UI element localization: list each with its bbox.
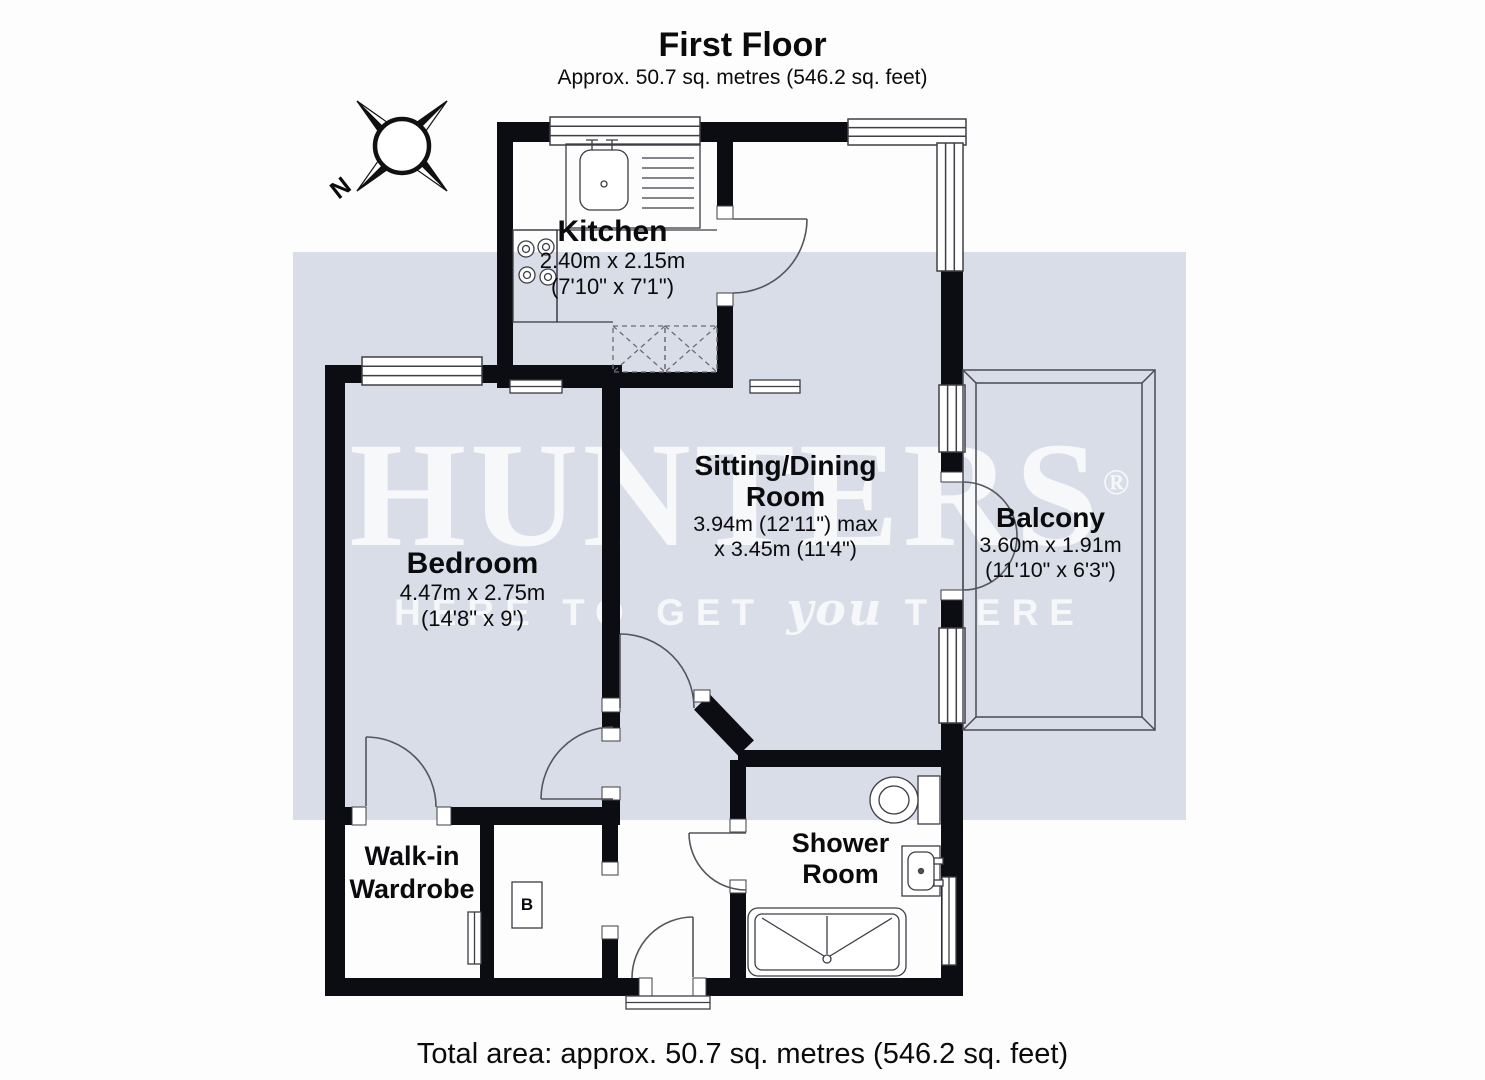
basin-icon bbox=[901, 845, 944, 897]
shower-tray-icon bbox=[747, 907, 907, 977]
front-door-icon bbox=[631, 916, 694, 979]
bedroom-dims-imperial: (14'8" x 9') bbox=[420, 606, 525, 631]
bedroom-dims-metric: 4.47m x 2.75m bbox=[399, 580, 546, 605]
walls bbox=[325, 122, 963, 996]
compass-icon bbox=[356, 100, 448, 192]
front-door-threshold bbox=[625, 995, 711, 1010]
wardrobe-name-line1: Walk-in bbox=[364, 841, 460, 871]
bedroom-radiator-icon bbox=[509, 379, 563, 394]
door-jambs bbox=[351, 205, 964, 997]
room-label-kitchen: Kitchen 2.40m x 2.15m (7'10" x 7'1") bbox=[500, 216, 725, 300]
sitting-window2-icon bbox=[938, 627, 966, 724]
shower-name-line2: Room bbox=[802, 859, 879, 889]
appliance-boxes bbox=[612, 325, 718, 373]
sitting-name-line2: Room bbox=[745, 481, 826, 512]
kitchen-fixtures bbox=[512, 139, 718, 373]
shower-name-line1: Shower bbox=[791, 828, 890, 858]
balcony-door-icon bbox=[962, 481, 1018, 591]
room-label-sitting-dining: Sitting/Dining Room 3.94m (12'11") max x… bbox=[658, 450, 913, 562]
balcony-dims-imperial: (11'10" x 6'3") bbox=[985, 558, 1116, 582]
wardrobe-radiator-icon bbox=[467, 911, 482, 965]
sitting-window-icon bbox=[938, 384, 966, 453]
kitchen-door-icon bbox=[732, 218, 808, 294]
shower-door-icon bbox=[688, 832, 747, 891]
kitchen-dims-metric: 2.40m x 2.15m bbox=[539, 248, 686, 273]
boiler-box bbox=[511, 881, 543, 929]
wardrobe-door-icon bbox=[365, 736, 437, 808]
sitting-dims-metric: 3.94m (12'11") max bbox=[693, 512, 878, 536]
sitting-dims-imperial: x 3.45m (11'4") bbox=[714, 537, 857, 561]
room-label-shower-room: Shower Room bbox=[758, 828, 923, 890]
watermark-band: HUNTERS® HERE TO GET you THERE bbox=[293, 252, 1186, 820]
total-area-text: Total area: approx. 50.7 sq. metres (546… bbox=[416, 1038, 1069, 1070]
kitchen-name: Kitchen bbox=[557, 215, 668, 248]
watermark-brand: HUNTERS® bbox=[293, 420, 1186, 570]
room-label-balcony: Balcony 3.60m x 1.91m (11'10" x 6'3") bbox=[938, 502, 1163, 583]
windows bbox=[361, 116, 967, 724]
boiler-label: B bbox=[520, 895, 534, 914]
bedroom-name: Bedroom bbox=[406, 547, 539, 580]
doors bbox=[365, 218, 1018, 979]
kitchen-dims-imperial: (7'10" x 7'1") bbox=[550, 274, 675, 299]
sitting-radiator-icon bbox=[749, 379, 801, 394]
kitchen-window-icon bbox=[549, 116, 701, 146]
sitting-name-line1: Sitting/Dining bbox=[694, 450, 877, 481]
bedroom-door-icon bbox=[540, 726, 614, 800]
bedroom-window-icon bbox=[361, 356, 483, 386]
wardrobe-name-line2: Wardrobe bbox=[349, 874, 475, 904]
counter-return-edge bbox=[556, 230, 613, 323]
shower-radiator-icon bbox=[941, 876, 957, 966]
corner-window-icon bbox=[847, 118, 967, 272]
room-label-walk-in-wardrobe: Walk-in Wardrobe bbox=[336, 840, 488, 906]
drainer-icon bbox=[642, 157, 694, 209]
page-subtitle: Approx. 50.7 sq. metres (546.2 sq. feet) bbox=[557, 66, 928, 89]
sitting-hall-door-icon bbox=[619, 633, 695, 709]
bathroom-fixtures bbox=[747, 775, 944, 977]
balcony-name: Balcony bbox=[996, 502, 1105, 533]
page-title: First Floor bbox=[658, 26, 827, 64]
radiators bbox=[467, 379, 957, 966]
watermark-tagline: HERE TO GET you THERE bbox=[394, 582, 1085, 636]
balcony-dims-metric: 3.60m x 1.91m bbox=[979, 533, 1122, 557]
registered-mark: ® bbox=[1102, 462, 1130, 502]
toilet-icon bbox=[869, 775, 941, 825]
sink-icon bbox=[565, 139, 701, 229]
watermark-brand-text: HUNTERS bbox=[349, 412, 1103, 578]
room-label-bedroom: Bedroom 4.47m x 2.75m (14'8" x 9') bbox=[355, 548, 590, 632]
